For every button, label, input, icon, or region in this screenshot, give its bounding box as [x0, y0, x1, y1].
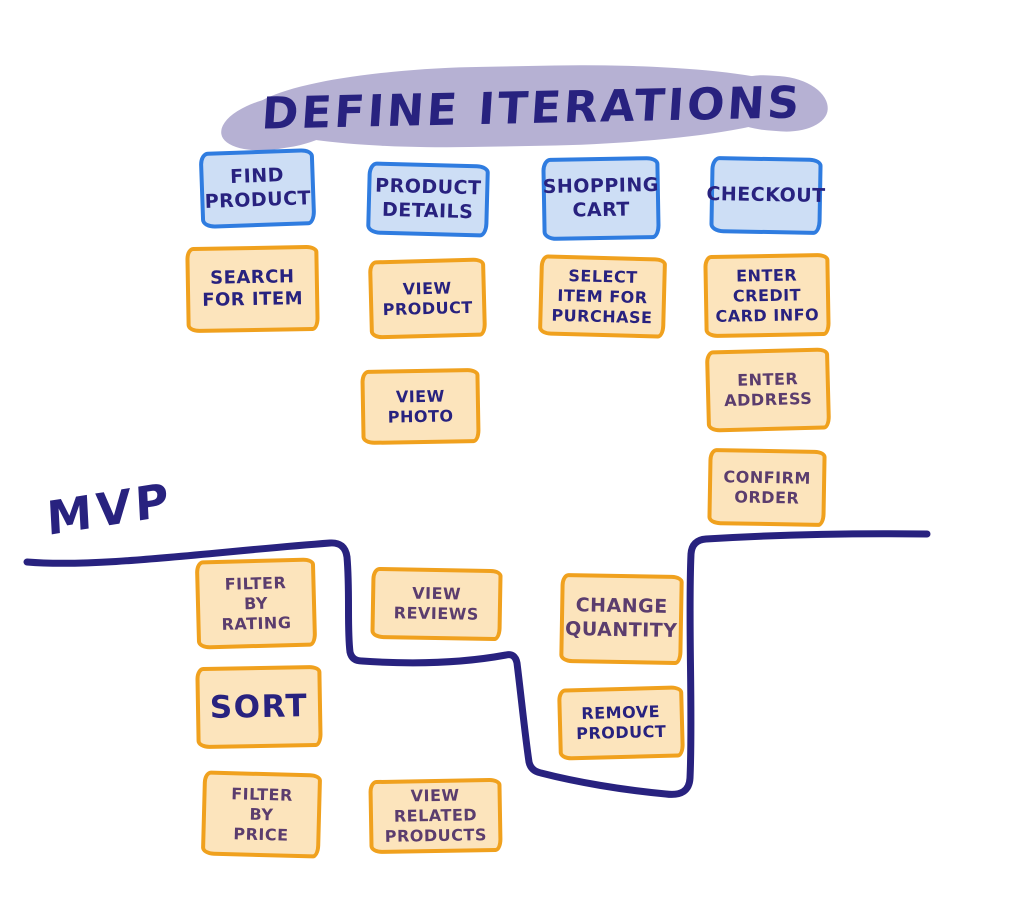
- sticky-confirm-order[interactable]: CONFIRM ORDER: [707, 447, 827, 528]
- sticky-label: ENTER CREDIT CARD INFO: [715, 264, 820, 326]
- sticky-search-for-item[interactable]: SEARCH FOR ITEM: [185, 244, 320, 334]
- header-label: SHOPPING CART: [542, 173, 660, 221]
- sticky-filter-by-price[interactable]: FILTER BY PRICE: [200, 770, 323, 859]
- sticky-view-related-products[interactable]: VIEW RELATED PRODUCTS: [368, 777, 503, 855]
- sticky-label: ENTER ADDRESS: [723, 369, 813, 411]
- header-card-shopping-cart[interactable]: SHOPPING CART: [541, 155, 661, 242]
- header-card-checkout[interactable]: CHECKOUT: [706, 156, 826, 235]
- sticky-label: VIEW RELATED PRODUCTS: [384, 785, 488, 846]
- header-card-find-product[interactable]: FIND PRODUCT: [198, 148, 317, 229]
- page-title: DEFINE ITERATIONS: [260, 76, 804, 140]
- sticky-enter-address[interactable]: ENTER ADDRESS: [704, 347, 832, 433]
- header-label: PRODUCT DETAILS: [374, 174, 482, 223]
- sticky-select-item-for-purchase[interactable]: SELECT ITEM FOR PURCHASE: [537, 254, 668, 339]
- sticky-label: VIEW PRODUCT: [382, 277, 474, 319]
- sticky-label: SELECT ITEM FOR PURCHASE: [551, 265, 653, 327]
- sticky-label: CONFIRM ORDER: [723, 466, 812, 508]
- sticky-label: REMOVE PRODUCT: [575, 701, 667, 744]
- sticky-filter-by-rating[interactable]: FILTER BY RATING: [194, 557, 318, 650]
- sticky-remove-product[interactable]: REMOVE PRODUCT: [557, 685, 685, 761]
- sticky-label: FILTER BY RATING: [221, 572, 292, 634]
- mvp-label: MVP: [45, 471, 174, 547]
- sticky-label: SORT: [209, 687, 309, 726]
- sticky-sort[interactable]: SORT: [195, 664, 323, 750]
- header-label: FIND PRODUCT: [204, 163, 312, 213]
- sticky-view-reviews[interactable]: VIEW REVIEWS: [370, 566, 503, 642]
- sticky-label: FILTER BY PRICE: [231, 783, 294, 845]
- sticky-view-product[interactable]: VIEW PRODUCT: [367, 257, 488, 340]
- header-label: CHECKOUT: [706, 182, 826, 207]
- sticky-label: VIEW PHOTO: [387, 386, 454, 427]
- sticky-change-quantity[interactable]: CHANGE QUANTITY: [559, 572, 684, 666]
- header-card-product-details[interactable]: PRODUCT DETAILS: [366, 161, 490, 238]
- sticky-enter-credit-card-info[interactable]: ENTER CREDIT CARD INFO: [703, 252, 831, 339]
- sticky-label: SEARCH FOR ITEM: [202, 265, 304, 311]
- sticky-view-photo[interactable]: VIEW PHOTO: [360, 367, 481, 446]
- sticky-label: CHANGE QUANTITY: [564, 594, 678, 642]
- sticky-label: VIEW REVIEWS: [393, 583, 480, 624]
